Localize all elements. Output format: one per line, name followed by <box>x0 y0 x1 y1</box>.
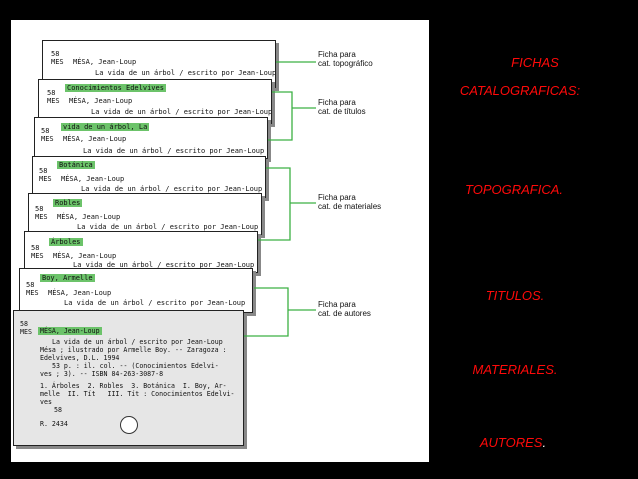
card-author: MÉSA, Jean-Loup <box>57 213 121 221</box>
callout-line2: cat. de autores <box>318 309 371 318</box>
card-author: MÉSA, Jean-Loup <box>73 58 137 66</box>
catalog-card-autor-ilustrador: Boy, Armelle 58 MES MÉSA, Jean-Loup La v… <box>19 268 253 313</box>
card-body-line: ves <box>40 398 52 406</box>
card-body-line: R. 2434 <box>40 420 68 428</box>
card-title: La vida de un árbol / escrito por Jean-L… <box>81 185 263 193</box>
callout-autores: Ficha para cat. de autores <box>318 300 371 318</box>
item-autores-text: AUTORES <box>479 435 543 450</box>
card-hole-icon <box>120 416 138 434</box>
callout-line2: cat. topográfico <box>318 59 373 68</box>
card-call-number: 58 <box>47 89 56 97</box>
card-body-line: 1. Árboles 2. Robles 3. Botánica I. Boy,… <box>40 382 227 390</box>
card-body-line: ves ; 3). -- ISBN 84-263-3087-8 <box>40 370 164 378</box>
card-call-letters: MES <box>20 328 32 336</box>
card-author: MÉSA, Jean-Loup <box>69 97 133 105</box>
card-call-number: 58 <box>31 244 40 252</box>
card-author: MÉSA, Jean-Loup <box>61 175 125 183</box>
heading-catalograficas: CATALOGRAFICAS: <box>459 83 581 98</box>
card-call-letters: MES <box>31 252 44 260</box>
callout-line2: cat. de materiales <box>318 202 382 211</box>
card-call-number: 58 <box>39 167 48 175</box>
item-materiales: MATERIALES. <box>472 362 558 377</box>
card-author: MÉSA, Jean-Loup <box>53 252 117 260</box>
catalog-card-materia-botanica: Botánica 58 MES MÉSA, Jean-Loup La vida … <box>32 156 266 198</box>
callout-topografico: Ficha para cat. topográfico <box>318 50 373 68</box>
card-title: La vida de un árbol / escrito por Jean-L… <box>83 147 265 155</box>
card-call-letters: MES <box>39 175 52 183</box>
card-body-line: Edelvives, D.L. 1994 <box>40 354 120 362</box>
catalog-card-titulo-coleccion: Conocimientos Edelvives 58 MES MÉSA, Jea… <box>38 79 272 124</box>
callout-line1: Ficha para <box>318 300 356 309</box>
card-call-number: 58 <box>41 127 50 135</box>
card-title: La vida de un árbol / escrito por Jean-L… <box>64 299 246 307</box>
card-body-line: Mésa ; ilustrado por Armelle Boy. -- Zar… <box>40 346 227 354</box>
card-call-letters: MES <box>41 135 54 143</box>
item-titulos: TITULOS. <box>485 288 545 303</box>
card-call-number: 58 <box>20 320 28 328</box>
card-body-line: 53 p. : il. col. -- (Conocimientos Edelv… <box>52 362 219 370</box>
item-topografica: TOPOGRAFICA. <box>465 182 563 197</box>
card-call-letters: MES <box>35 213 48 221</box>
callout-line1: Ficha para <box>318 50 356 59</box>
card-heading: Árboles <box>49 238 83 246</box>
card-call-number: 58 <box>26 281 35 289</box>
callout-line1: Ficha para <box>318 98 356 107</box>
card-body-line: melle II. Tít III. Tít : Conocimientos E… <box>40 390 235 398</box>
card-author: MÉSA, Jean-Loup <box>48 289 112 297</box>
card-call-letters: MES <box>47 97 60 105</box>
card-title: La vida de un árbol / escrito por Jean-L… <box>77 223 259 231</box>
card-title: La vida de un árbol / escrito por Jean-L… <box>95 69 276 77</box>
card-title: La vida de un árbol / escrito por Jean-L… <box>91 108 272 116</box>
card-author: MÉSA, Jean-Loup <box>63 135 127 143</box>
card-title: La vida de un árbol / escrito por Jean-L… <box>73 261 255 269</box>
catalog-card-materia-robles: Robles 58 MES MÉSA, Jean-Loup La vida de… <box>28 193 262 235</box>
card-body-line: 58 <box>54 406 62 414</box>
heading-fichas: FICHAS <box>511 55 559 70</box>
card-heading: vida de un árbol, La <box>61 123 150 131</box>
callout-titulos: Ficha para cat. de títulos <box>318 98 366 116</box>
card-heading: Botánica <box>57 161 95 169</box>
callout-line1: Ficha para <box>318 193 356 202</box>
item-autores: AUTORES. <box>418 435 608 450</box>
card-body-line: La vida de un árbol / escrito por Jean-L… <box>52 338 223 346</box>
catalog-card-materia-arboles: Árboles 58 MES MÉSA, Jean-Loup La vida d… <box>24 231 258 273</box>
card-heading: Boy, Armelle <box>40 274 95 282</box>
card-call-number: 58 <box>35 205 44 213</box>
card-call-letters: MES <box>51 58 64 66</box>
catalog-card-titulo: vida de un árbol, La 58 MES MÉSA, Jean-L… <box>34 117 268 159</box>
card-heading: Robles <box>53 199 83 207</box>
item-autores-dot: . <box>542 435 547 450</box>
card-call-number: 58 <box>51 50 60 58</box>
card-call-letters: MES <box>26 289 39 297</box>
callout-materiales: Ficha para cat. de materiales <box>318 193 381 211</box>
card-heading: MÉSA, Jean-Loup <box>38 327 102 335</box>
catalog-card-autor-principal: 58 MES MÉSA, Jean-Loup La vida de un árb… <box>13 310 244 446</box>
card-heading: Conocimientos Edelvives <box>65 84 166 92</box>
callout-line2: cat. de títulos <box>318 107 366 116</box>
